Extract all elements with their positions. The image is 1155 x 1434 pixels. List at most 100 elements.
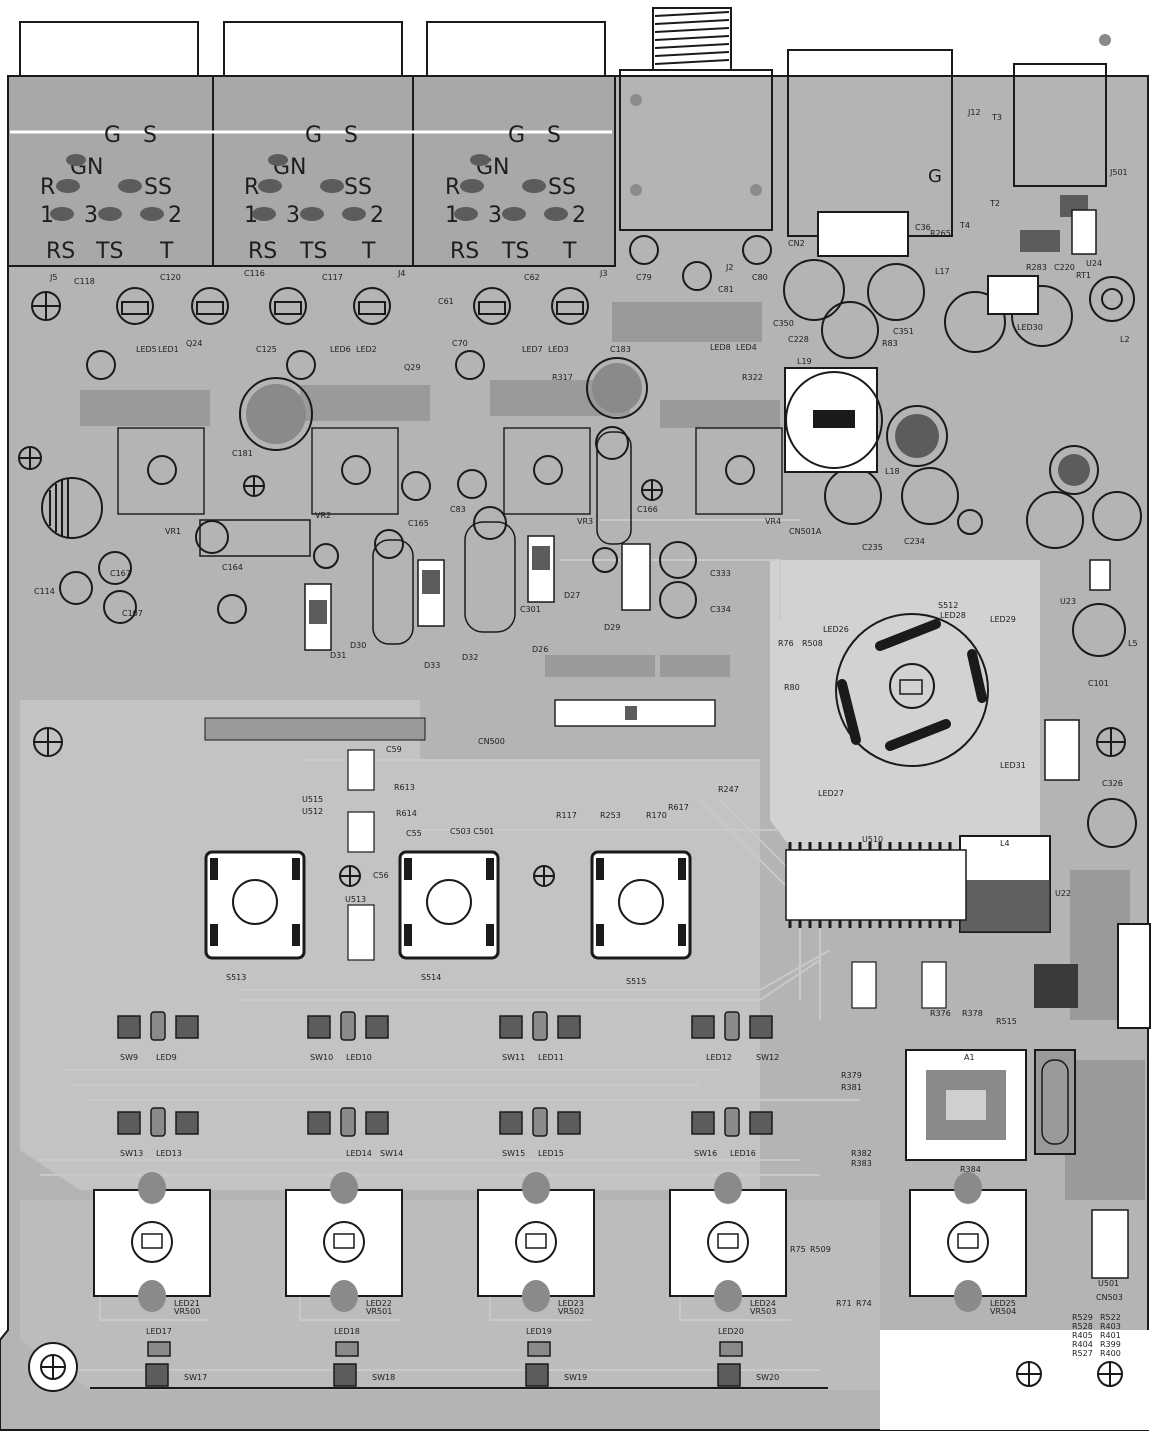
svg-text:R247: R247 — [718, 785, 739, 794]
svg-text:R508: R508 — [802, 639, 823, 648]
switch-led-group: SW11 LED11 — [499, 1011, 581, 1062]
led-label: LED9 — [156, 1053, 177, 1062]
svg-text:C165: C165 — [408, 519, 429, 528]
encoders-square: S513 S514 S515 — [204, 850, 692, 986]
svg-text:CN2: CN2 — [788, 239, 805, 248]
svg-text:LED30: LED30 — [1017, 323, 1043, 332]
svg-text:R170: R170 — [646, 811, 667, 820]
g-label: G — [928, 166, 942, 187]
tact-switch-pad — [333, 1363, 357, 1387]
white-pour-right — [770, 560, 1040, 860]
tact-switch-pad — [499, 1015, 523, 1039]
svg-text:LED28: LED28 — [940, 611, 966, 620]
fader-lug — [714, 1280, 742, 1312]
svg-text:VR3: VR3 — [577, 517, 593, 526]
svg-text:R522: R522 — [1100, 1313, 1121, 1322]
svg-text:C118: C118 — [74, 277, 95, 286]
svg-text:VR2: VR2 — [315, 511, 331, 520]
svg-text:J501: J501 — [1109, 168, 1128, 177]
svg-text:R253: R253 — [600, 811, 621, 820]
svg-text:C70: C70 — [452, 339, 468, 348]
led-label: LED11 — [538, 1053, 564, 1062]
svg-text:R515: R515 — [996, 1017, 1017, 1026]
svg-text:U515: U515 — [302, 795, 323, 804]
pin-3: 3 — [286, 203, 300, 228]
tact-switch-pad — [717, 1363, 741, 1387]
led-label: LED15 — [538, 1149, 564, 1158]
fader-led — [525, 1233, 547, 1249]
fader-lug — [522, 1172, 550, 1204]
ics: U510 U513 U515 U512 U501 U24 U23 U22 — [302, 209, 1129, 1288]
led-body — [724, 1107, 740, 1137]
jack-panels — [7, 75, 616, 267]
pin-ss: SS — [344, 175, 372, 200]
fader-lug — [330, 1172, 358, 1204]
faders: LED21VR500LED22VR501LED23VR502LED24VR503… — [93, 1172, 1027, 1316]
jack-pads — [50, 94, 762, 221]
tact-switch-pad — [749, 1111, 773, 1135]
led-label: LED16 — [730, 1149, 756, 1158]
pin-2: 2 — [370, 203, 384, 228]
tact-switch-pad — [307, 1111, 331, 1135]
svg-text:C503 C501: C503 C501 — [450, 827, 494, 836]
switch-label: SW18 — [372, 1373, 395, 1382]
fader-body — [669, 1189, 787, 1297]
svg-text:D33: D33 — [424, 661, 440, 670]
svg-text:CN501A: CN501A — [789, 527, 822, 536]
led-body — [150, 1011, 166, 1041]
svg-text:R405: R405 — [1072, 1331, 1093, 1340]
fader-lug — [954, 1172, 982, 1204]
svg-text:D29: D29 — [604, 623, 620, 632]
svg-text:C114: C114 — [34, 587, 55, 596]
pin-g: G — [104, 123, 121, 148]
svg-text:R382: R382 — [851, 1149, 872, 1158]
svg-text:D27: D27 — [564, 591, 580, 600]
svg-text:C117: C117 — [322, 273, 343, 282]
j501-outline — [1013, 63, 1107, 187]
switch-label: SW16 — [694, 1149, 717, 1158]
svg-text:C62: C62 — [524, 273, 540, 282]
pin-1: 1 — [40, 203, 54, 228]
fader-knob — [323, 1221, 365, 1263]
fader-lug — [954, 1280, 982, 1312]
pin-ss: SS — [144, 175, 172, 200]
threaded-connector — [652, 7, 732, 71]
svg-text:U510: U510 — [862, 835, 883, 844]
svg-text:R404: R404 — [1072, 1340, 1093, 1349]
svg-text:R74: R74 — [856, 1299, 872, 1308]
svg-text:C234: C234 — [904, 537, 925, 546]
svg-text:R528: R528 — [1072, 1322, 1093, 1331]
svg-text:LED2: LED2 — [356, 345, 377, 354]
tact-switch-pad — [749, 1015, 773, 1039]
fader-knob — [515, 1221, 557, 1263]
svg-text:C116: C116 — [244, 269, 265, 278]
svg-text:C351: C351 — [893, 327, 914, 336]
svg-text:R83: R83 — [882, 339, 898, 348]
svg-text:RT1: RT1 — [1076, 271, 1091, 280]
switch-label: SW13 — [120, 1149, 143, 1158]
switch-label: SW11 — [502, 1053, 525, 1062]
jack-top-3 — [426, 21, 606, 79]
fader-lug — [330, 1280, 358, 1312]
svg-text:C164: C164 — [222, 563, 243, 572]
svg-text:S515: S515 — [626, 977, 646, 986]
led-body — [340, 1107, 356, 1137]
traces — [40, 519, 860, 1371]
led-label: LED17 — [146, 1327, 172, 1336]
svg-text:U512: U512 — [302, 807, 323, 816]
svg-text:C167: C167 — [110, 569, 131, 578]
led-body — [724, 1011, 740, 1041]
svg-text:C55: C55 — [406, 829, 422, 838]
pin-ss: SS — [548, 175, 576, 200]
svg-text:C36: C36 — [915, 223, 931, 232]
svg-text:LED31: LED31 — [1000, 761, 1026, 770]
encoder-s512: S512 — [835, 601, 989, 767]
fader-led — [333, 1233, 355, 1249]
fader-led-label: LED22 — [366, 1299, 392, 1308]
